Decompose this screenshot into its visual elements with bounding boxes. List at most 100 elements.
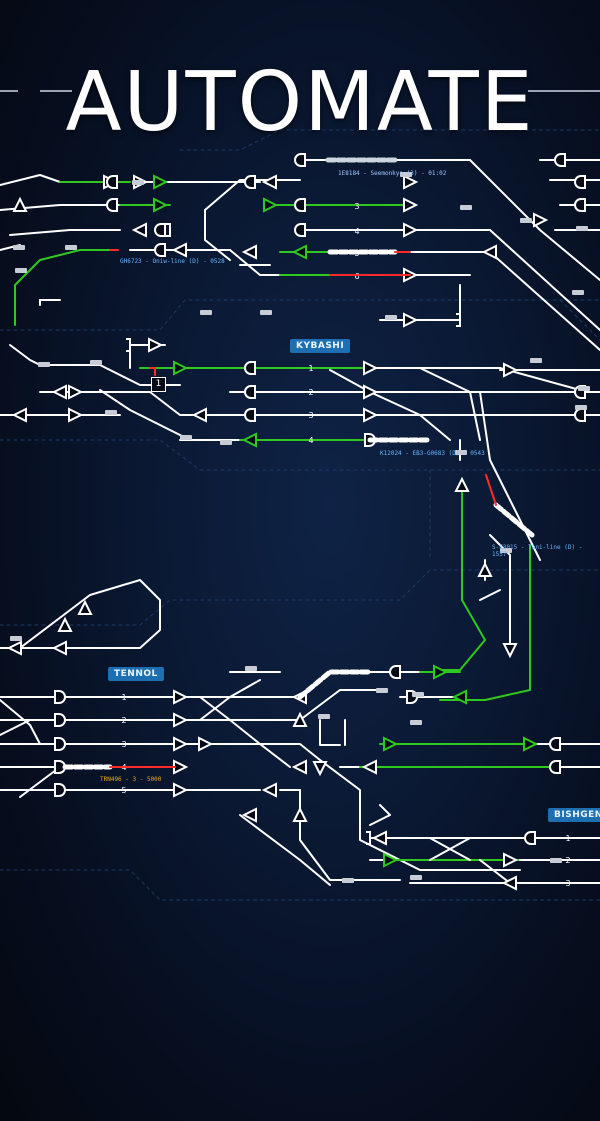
signal-head[interactable] <box>54 783 66 797</box>
track-id-tag <box>15 268 27 273</box>
signal-arrow[interactable] <box>363 384 379 400</box>
signal-head[interactable] <box>294 153 306 167</box>
signal-arrow[interactable] <box>263 197 279 213</box>
title-rule-right <box>528 90 600 92</box>
track-id-tag <box>10 636 22 641</box>
buffer-stop <box>456 313 461 327</box>
signal-arrow[interactable] <box>363 407 379 423</box>
signal-arrow[interactable] <box>241 807 257 823</box>
signal-arrow[interactable] <box>503 852 519 868</box>
track-segment <box>0 719 31 736</box>
signal-arrow[interactable] <box>481 244 497 260</box>
signal-arrow[interactable] <box>191 407 207 423</box>
track-segment <box>19 766 61 798</box>
signal-arrow[interactable] <box>383 736 399 752</box>
signal-arrow[interactable] <box>68 407 84 423</box>
signal-head[interactable] <box>574 408 586 422</box>
track-segment <box>379 284 461 321</box>
signal-head[interactable] <box>106 175 118 189</box>
signal-arrow[interactable] <box>403 222 419 238</box>
signal-head[interactable] <box>549 737 561 751</box>
track-segment <box>129 344 166 369</box>
platform-number: 1 <box>121 693 126 702</box>
signal-arrow[interactable] <box>173 782 189 798</box>
signal-arrow[interactable] <box>433 664 449 680</box>
signal-arrow[interactable] <box>312 761 328 777</box>
signal-arrow[interactable] <box>11 407 27 423</box>
signal-arrow[interactable] <box>533 212 549 228</box>
signal-arrow[interactable] <box>292 711 308 727</box>
signal-head[interactable] <box>549 760 561 774</box>
signal-arrow[interactable] <box>503 362 519 378</box>
signal-arrow[interactable] <box>403 197 419 213</box>
signal-arrow[interactable] <box>451 689 467 705</box>
signal-head[interactable] <box>154 243 166 257</box>
signal-arrow[interactable] <box>51 384 67 400</box>
signal-arrow[interactable] <box>6 640 22 656</box>
signal-arrow[interactable] <box>171 242 187 258</box>
signal-head[interactable] <box>244 175 256 189</box>
signal-arrow[interactable] <box>501 875 517 891</box>
signal-arrow[interactable] <box>77 599 93 615</box>
signal-head[interactable] <box>554 153 566 167</box>
signal-head[interactable] <box>244 385 256 399</box>
track-id-tag <box>410 875 422 880</box>
signal-head[interactable] <box>244 361 256 375</box>
signal-arrow[interactable] <box>403 312 419 328</box>
signal-head[interactable] <box>524 831 536 845</box>
platform-number: 4 <box>354 227 359 236</box>
signal-arrow[interactable] <box>454 476 470 492</box>
signal-arrow[interactable] <box>292 806 308 822</box>
train-info-tennol: TRN496 - 3 - 5000 <box>100 776 162 783</box>
signal-arrow[interactable] <box>261 174 277 190</box>
signal-head[interactable] <box>389 665 401 679</box>
signal-arrow[interactable] <box>363 360 379 376</box>
signal-arrow[interactable] <box>291 244 307 260</box>
signal-arrow[interactable] <box>153 197 169 213</box>
signal-arrow[interactable] <box>12 196 28 212</box>
station-label-bishgen[interactable]: BISHGEN <box>548 808 600 822</box>
track-layer <box>0 159 600 886</box>
signal-arrow[interactable] <box>241 244 257 260</box>
signal-arrow[interactable] <box>148 337 164 353</box>
signal-head[interactable] <box>154 223 166 237</box>
signal-arrow[interactable] <box>383 852 399 868</box>
signal-arrow[interactable] <box>523 736 539 752</box>
signal-arrow[interactable] <box>131 222 147 238</box>
signal-head[interactable] <box>54 737 66 751</box>
signal-head[interactable] <box>54 713 66 727</box>
signal-head[interactable] <box>244 408 256 422</box>
signal-arrow[interactable] <box>173 736 189 752</box>
signal-arrow[interactable] <box>173 360 189 376</box>
signal-head[interactable] <box>294 223 306 237</box>
signal-arrow[interactable] <box>477 561 493 577</box>
track-id-tag <box>245 666 257 671</box>
signal-arrow[interactable] <box>57 616 73 632</box>
signal-arrow[interactable] <box>153 174 169 190</box>
block-number-badge[interactable]: 1 <box>151 377 166 392</box>
signal-arrow[interactable] <box>291 759 307 775</box>
signal-head[interactable] <box>574 198 586 212</box>
signal-arrow[interactable] <box>68 384 84 400</box>
signal-head[interactable] <box>54 690 66 704</box>
track-id-tag <box>410 720 422 725</box>
signal-head[interactable] <box>574 175 586 189</box>
signal-arrow[interactable] <box>502 643 518 659</box>
signal-arrow[interactable] <box>173 689 189 705</box>
train-tennol-north <box>297 669 373 700</box>
station-label-tennol[interactable]: TENNOL <box>108 667 164 681</box>
signal-head[interactable] <box>294 198 306 212</box>
signal-arrow[interactable] <box>371 830 387 846</box>
signal-arrow[interactable] <box>51 640 67 656</box>
signal-arrow[interactable] <box>261 782 277 798</box>
track-segment <box>204 209 231 261</box>
train-info-east: S-E3015 - Tani-line (D) - 1557 <box>492 544 583 558</box>
signal-arrow[interactable] <box>198 736 214 752</box>
signal-head[interactable] <box>106 198 118 212</box>
signal-arrow[interactable] <box>403 174 419 190</box>
signal-arrow[interactable] <box>361 759 377 775</box>
station-label-kybashi[interactable]: KYBASHI <box>290 339 351 353</box>
signal-arrow[interactable] <box>173 712 189 728</box>
signal-arrow[interactable] <box>241 432 257 448</box>
